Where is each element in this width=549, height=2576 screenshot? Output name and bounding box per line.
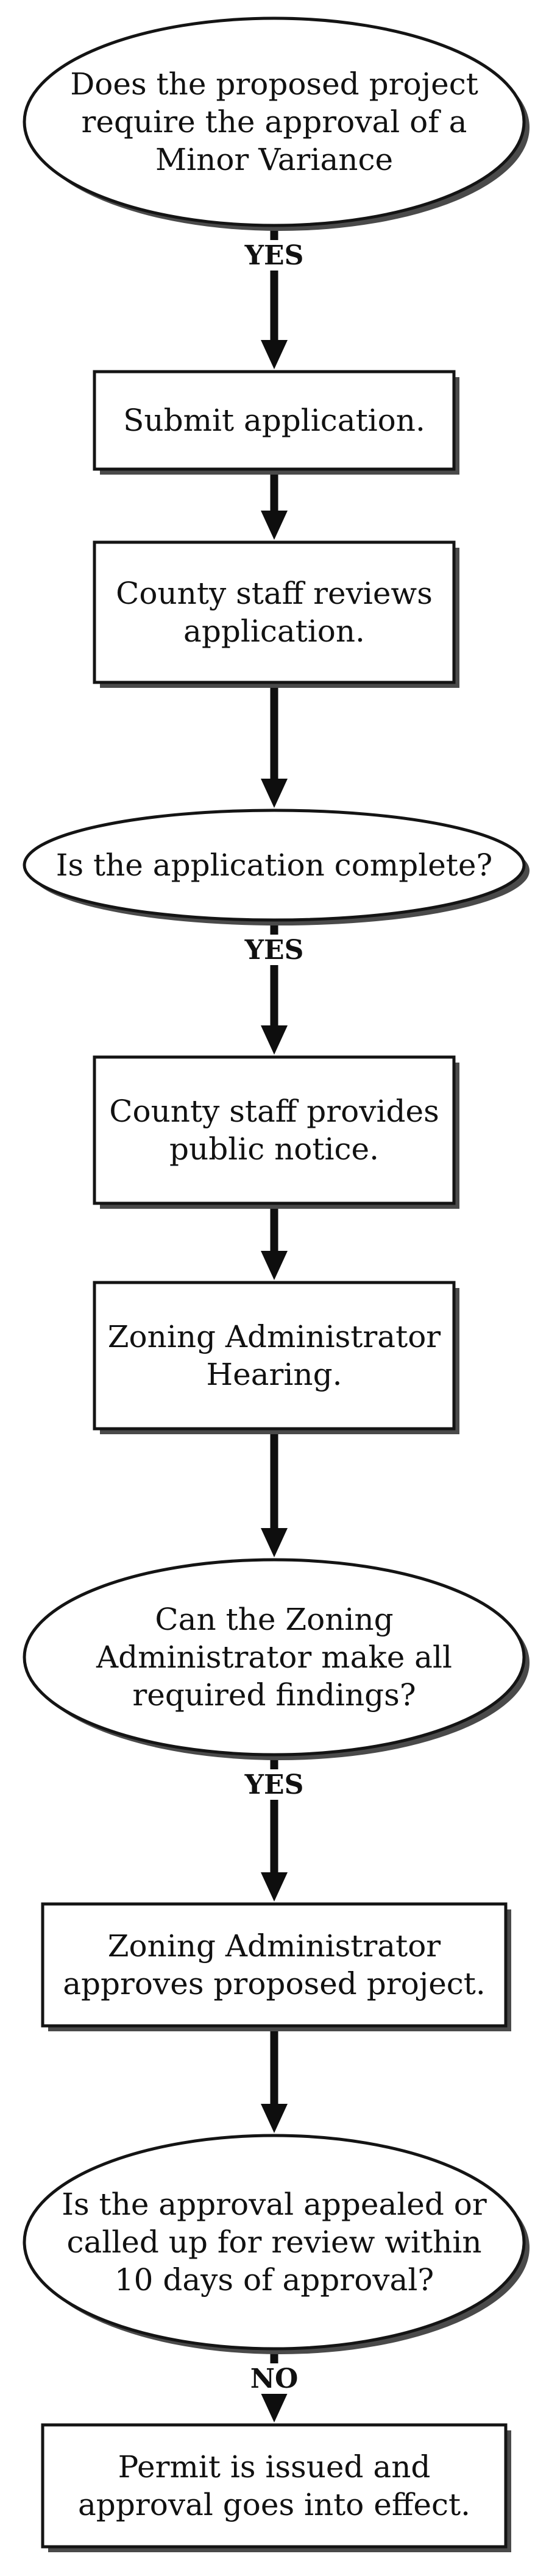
node-text-line: public notice. — [169, 1131, 379, 1167]
arrow-head — [261, 340, 288, 369]
edge-label-bg — [238, 240, 311, 271]
node-text-line: County staff reviews — [116, 576, 433, 611]
decision-ellipse — [23, 16, 526, 227]
decision-ellipse — [23, 2134, 526, 2351]
edge-n3-n4 — [261, 685, 288, 808]
edge-n5-n6 — [261, 1206, 288, 1280]
node-text-line: 10 days of approval? — [115, 2262, 434, 2298]
edge-label-bg — [238, 2363, 311, 2394]
node-text-line: Submit application. — [123, 403, 425, 438]
node-text-line: require the approval of a — [82, 104, 467, 140]
edge-label: NO — [250, 2363, 299, 2394]
node-text-line: called up for review within — [66, 2224, 481, 2260]
node-text-line: Hearing. — [207, 1357, 342, 1392]
node-text-line: Permit is issued and — [118, 2449, 431, 2485]
edges-layer: YES YES YES NO — [238, 228, 311, 2422]
edge-label: YES — [244, 240, 304, 271]
node-text-line: Minor Variance — [155, 142, 393, 177]
process-box — [41, 2423, 508, 2549]
arrow-head — [261, 2104, 288, 2133]
node-n2: Submit application. — [93, 370, 459, 475]
node-text-line: County staff provides — [109, 1094, 439, 1129]
node-text-line: Administrator make all — [96, 1640, 452, 1675]
edge-n1-n2: YES — [238, 228, 311, 369]
process-box — [41, 1902, 508, 2028]
edge-label-bg — [238, 935, 311, 965]
node-text-line: approval goes into effect. — [78, 2487, 470, 2522]
arrow-head — [261, 1528, 288, 1557]
node-text-line: Zoning Administrator — [108, 1928, 441, 1964]
process-box — [93, 370, 456, 471]
arrow-head — [261, 1872, 288, 1902]
node-n4: Is the application complete? — [23, 809, 530, 925]
arrow-head — [261, 2393, 288, 2422]
node-text-line: approves proposed project. — [63, 1966, 486, 2001]
node-text-line: required findings? — [132, 1677, 416, 1713]
edge-n9-n10: NO — [238, 2351, 311, 2422]
edge-label-bg — [238, 1769, 311, 1800]
node-text-line: Is the approval appealed or — [62, 2187, 487, 2222]
arrow-head — [261, 779, 288, 808]
process-box — [93, 1055, 456, 1205]
arrow-head — [261, 1251, 288, 1280]
arrow-head — [261, 511, 288, 540]
node-text-line: Does the proposed project — [70, 66, 478, 102]
edge-label: YES — [244, 935, 304, 966]
node-text-line: Zoning Administrator — [108, 1319, 441, 1354]
edge-n7-n8: YES — [238, 1757, 311, 1902]
decision-ellipse — [23, 1558, 526, 1757]
process-box — [93, 540, 456, 684]
node-text-line: Is the application complete? — [56, 847, 493, 883]
edge-label: YES — [244, 1769, 304, 1800]
decision-ellipse — [23, 809, 526, 922]
edge-n6-n7 — [261, 1431, 288, 1557]
edge-n2-n3 — [261, 472, 288, 540]
edge-n8-n9 — [261, 2028, 288, 2133]
arrow-head — [261, 1025, 288, 1055]
edge-n4-n5: YES — [238, 922, 311, 1055]
process-box — [93, 1281, 456, 1431]
node-text-line: Can the Zoning — [155, 1602, 393, 1637]
node-text-line: application. — [183, 614, 365, 649]
